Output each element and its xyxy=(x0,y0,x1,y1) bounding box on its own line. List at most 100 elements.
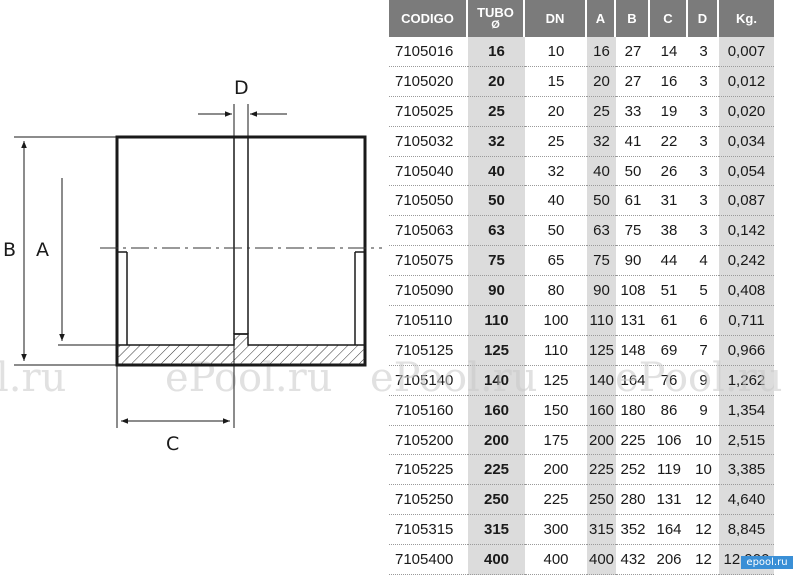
cell-a: 125 xyxy=(587,335,616,366)
cell-tubo: 40 xyxy=(468,156,525,187)
cell-c: 26 xyxy=(650,157,688,187)
cell-tubo: 50 xyxy=(468,186,525,217)
cell-dn: 20 xyxy=(525,97,587,127)
cell-c: 19 xyxy=(650,97,688,127)
cell-dn: 200 xyxy=(525,455,587,486)
cell-tubo: 250 xyxy=(468,485,525,516)
cell-c: 164 xyxy=(650,515,688,546)
cell-d: 3 xyxy=(688,67,719,97)
cell-tubo: 75 xyxy=(468,246,525,277)
cell-d: 10 xyxy=(688,455,719,486)
cell-kg: 0,020 xyxy=(719,96,774,127)
header-codigo: CODIGO xyxy=(389,0,468,37)
cell-kg: 0,966 xyxy=(719,335,774,366)
cell-b: 90 xyxy=(616,246,650,277)
cell-kg: 0,007 xyxy=(719,37,774,67)
cell-b: 27 xyxy=(616,67,650,97)
cell-d: 12 xyxy=(688,485,719,516)
cell-d: 3 xyxy=(688,37,719,67)
cell-kg: 2,515 xyxy=(719,425,774,456)
table-header-row: CODIGO TUBO Ø DN A B C D Kg. xyxy=(389,0,774,37)
cell-b: 180 xyxy=(616,396,650,426)
cell-c: 38 xyxy=(650,216,688,247)
cell-tubo: 90 xyxy=(468,276,525,307)
cell-a: 160 xyxy=(587,395,616,426)
cell-a: 315 xyxy=(587,515,616,546)
cell-d: 10 xyxy=(688,426,719,456)
cell-codigo: 7105032 xyxy=(389,127,468,157)
cell-a: 32 xyxy=(587,126,616,157)
cell-b: 148 xyxy=(616,336,650,366)
header-tubo-label: TUBO xyxy=(477,4,514,20)
cell-dn: 175 xyxy=(525,426,587,456)
cell-d: 6 xyxy=(688,306,719,336)
cell-codigo: 7105020 xyxy=(389,67,468,97)
cell-d: 5 xyxy=(688,276,719,307)
cell-c: 22 xyxy=(650,127,688,157)
cell-kg: 8,845 xyxy=(719,515,774,546)
cell-d: 7 xyxy=(688,336,719,366)
cell-a: 16 xyxy=(587,37,616,67)
coupling-section xyxy=(115,135,367,367)
dimension-a xyxy=(58,178,127,346)
cell-tubo: 160 xyxy=(468,395,525,426)
cell-c: 131 xyxy=(650,485,688,516)
cell-dn: 10 xyxy=(525,37,587,67)
cell-c: 31 xyxy=(650,186,688,217)
cell-kg: 0,242 xyxy=(719,246,774,277)
cell-tubo: 400 xyxy=(468,545,525,575)
cell-d: 12 xyxy=(688,545,719,575)
cell-codigo: 7105400 xyxy=(389,545,468,575)
cell-c: 69 xyxy=(650,336,688,366)
cell-d: 9 xyxy=(688,366,719,396)
cell-kg: 0,034 xyxy=(719,126,774,157)
cell-b: 164 xyxy=(616,366,650,396)
header-b: B xyxy=(616,0,650,37)
cell-tubo: 125 xyxy=(468,335,525,366)
cell-tubo: 315 xyxy=(468,515,525,546)
cell-a: 40 xyxy=(587,156,616,187)
cell-d: 3 xyxy=(688,186,719,217)
cell-b: 50 xyxy=(616,157,650,187)
table-row: 71054004004004004322061212,900 xyxy=(389,545,774,575)
cell-codigo: 7105090 xyxy=(389,276,468,307)
header-dn: DN xyxy=(525,0,587,37)
cell-codigo: 7105016 xyxy=(389,37,468,67)
cell-c: 61 xyxy=(650,306,688,336)
dim-label-d: D xyxy=(234,77,249,99)
cell-c: 51 xyxy=(650,276,688,307)
header-kg: Kg. xyxy=(719,0,774,37)
cell-a: 110 xyxy=(587,306,616,336)
cell-c: 44 xyxy=(650,246,688,277)
cell-tubo: 16 xyxy=(468,37,525,67)
cell-kg: 0,054 xyxy=(719,156,774,187)
cell-a: 200 xyxy=(587,425,616,456)
cell-tubo: 20 xyxy=(468,66,525,97)
cell-tubo: 225 xyxy=(468,455,525,486)
cell-d: 3 xyxy=(688,157,719,187)
cell-d: 3 xyxy=(688,127,719,157)
cell-dn: 80 xyxy=(525,276,587,307)
dimension-b xyxy=(14,136,117,366)
cell-a: 90 xyxy=(587,276,616,307)
cell-dn: 50 xyxy=(525,216,587,247)
cell-d: 3 xyxy=(688,97,719,127)
cell-kg: 0,408 xyxy=(719,276,774,307)
dim-label-c: C xyxy=(166,433,179,455)
cell-b: 280 xyxy=(616,485,650,516)
cell-kg: 1,354 xyxy=(719,395,774,426)
cell-b: 131 xyxy=(616,306,650,336)
cell-a: 50 xyxy=(587,186,616,217)
cell-b: 27 xyxy=(616,37,650,67)
cell-dn: 100 xyxy=(525,306,587,336)
